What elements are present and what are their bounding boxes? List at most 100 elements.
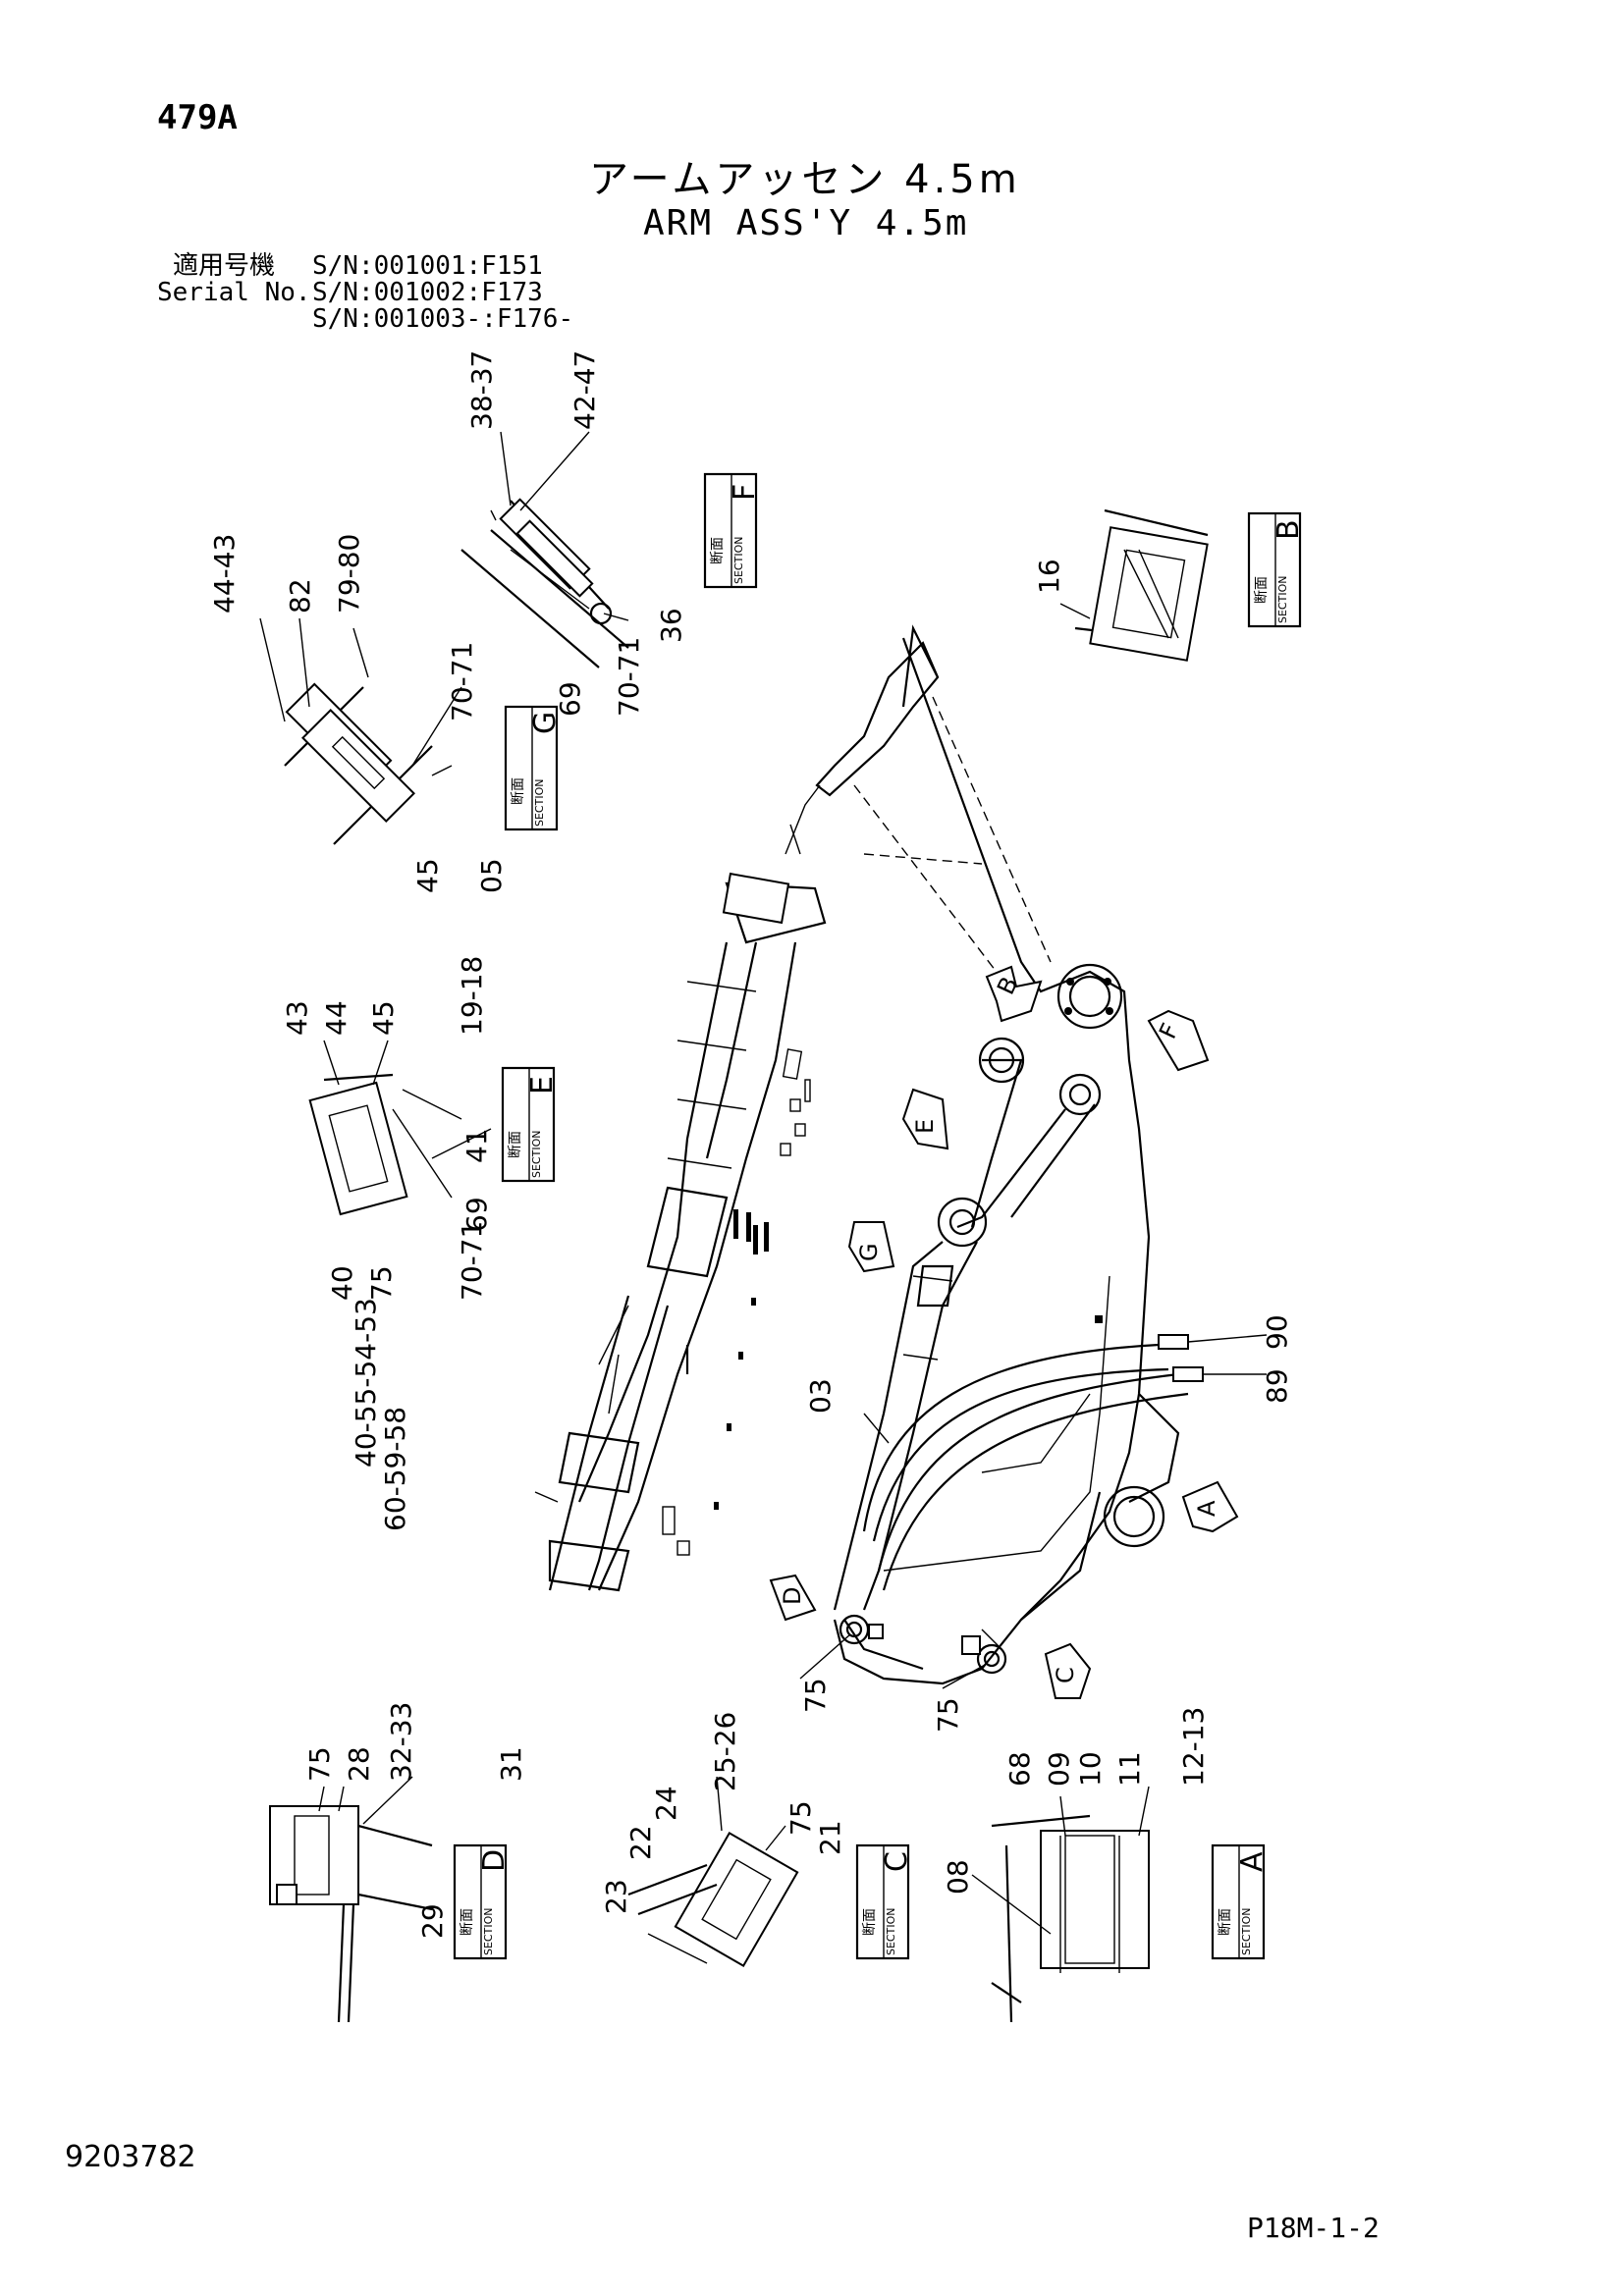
- callout-75-c: 75: [785, 1800, 817, 1836]
- callout-05: 05: [475, 858, 508, 893]
- callout-82: 82: [284, 578, 316, 614]
- section-b-box: B 断面 SECTION: [1247, 511, 1306, 628]
- section-c-word: SECTION: [885, 1908, 897, 1955]
- callout-40-e: 40: [326, 1265, 358, 1301]
- section-a-box: A 断面 SECTION: [1211, 1843, 1270, 1960]
- arrow-letter-e: E: [911, 1119, 939, 1134]
- section-g-letter: G: [528, 712, 563, 734]
- section-f-word: SECTION: [732, 537, 745, 584]
- section-a-word: SECTION: [1240, 1908, 1253, 1955]
- callout-24: 24: [650, 1786, 682, 1821]
- section-c-box: C 断面 SECTION: [855, 1843, 914, 1960]
- arrow-letter-d: D: [779, 1587, 806, 1605]
- callout-68: 68: [1003, 1751, 1036, 1787]
- section-b-word: SECTION: [1276, 576, 1289, 623]
- callout-69-e: 69: [460, 1197, 493, 1232]
- callout-70-71-f: 70-71: [613, 637, 645, 717]
- callout-19-18: 19-18: [456, 956, 488, 1036]
- callout-08: 08: [942, 1859, 974, 1895]
- callout-21: 21: [814, 1820, 846, 1855]
- callout-25-26: 25-26: [709, 1712, 741, 1791]
- leader-lines: [259, 431, 1268, 1935]
- serial-line-1: S/N:001001:F151: [312, 251, 543, 281]
- section-e-detail: [308, 1073, 492, 1216]
- section-g-word: SECTION: [533, 779, 546, 827]
- callout-40-55-54-53: 40-55-54-53: [350, 1298, 382, 1468]
- callout-45-e: 45: [367, 1000, 400, 1036]
- callout-70-71-e: 70-71: [456, 1221, 488, 1301]
- arm-body: [785, 624, 1180, 1685]
- section-a-detail: [991, 1814, 1150, 2023]
- section-d-word: SECTION: [482, 1908, 495, 1955]
- arrow-letter-a: A: [1193, 1500, 1220, 1517]
- section-e-letter: E: [525, 1076, 560, 1095]
- title-japanese: アームアッセン 4.5m: [589, 157, 1021, 202]
- arrow-letter-g: G: [855, 1243, 883, 1261]
- view-arrows: B F E G D C A: [769, 965, 1239, 1699]
- callouts: 38-37 42-47 36 69 70-71 44-43 82 79-80 7…: [208, 350, 1293, 1939]
- section-e-kanji: 断面: [508, 1131, 523, 1158]
- callout-70-71-g: 70-71: [446, 642, 478, 721]
- section-b-detail: [1074, 508, 1209, 662]
- callout-43-e: 43: [281, 1000, 313, 1036]
- callout-44-e: 44: [320, 1000, 352, 1036]
- callout-75-d: 75: [303, 1746, 336, 1782]
- page-reference: P18M-1-2: [1247, 2212, 1380, 2244]
- callout-75-lower-d: 75: [799, 1678, 832, 1713]
- callout-60-59-58: 60-59-58: [379, 1407, 411, 1531]
- arm-cylinder: [548, 872, 827, 1592]
- callout-41: 41: [460, 1128, 493, 1163]
- section-f-box: F 断面 SECTION: [703, 472, 762, 589]
- document-number: 9203782: [65, 2140, 196, 2174]
- callout-29: 29: [416, 1903, 449, 1939]
- callout-90: 90: [1261, 1314, 1293, 1350]
- callout-09: 09: [1043, 1751, 1075, 1787]
- section-b-letter: B: [1272, 519, 1306, 540]
- callout-28: 28: [343, 1746, 375, 1782]
- bucket-link-assembly: [833, 963, 1204, 1675]
- callout-38-37: 38-37: [465, 350, 498, 430]
- section-a-kanji: 断面: [1218, 1908, 1233, 1936]
- serial-label-en: Serial No.: [157, 278, 311, 307]
- section-g-box: G 断面 SECTION: [504, 705, 563, 831]
- callout-79-80: 79-80: [333, 534, 365, 614]
- callout-31: 31: [495, 1746, 527, 1782]
- section-a-letter: A: [1235, 1851, 1270, 1872]
- serial-line-3: S/N:001003-:F176-: [312, 304, 574, 334]
- section-c-detail: [627, 1832, 799, 1967]
- callout-23: 23: [600, 1879, 632, 1914]
- serial-line-2: S/N:001002:F173: [312, 278, 543, 307]
- section-g-detail: [284, 682, 462, 845]
- section-c-letter: C: [880, 1851, 914, 1872]
- section-d-box: D 断面 SECTION: [453, 1843, 512, 1960]
- section-b-kanji: 断面: [1254, 576, 1270, 604]
- callout-10: 10: [1074, 1751, 1107, 1787]
- callout-16: 16: [1033, 559, 1065, 594]
- page-code: 479A: [157, 98, 238, 137]
- callout-44-43-g: 44-43: [208, 534, 241, 614]
- title-english: ARM ASS'Y 4.5m: [643, 203, 969, 243]
- section-f-detail: [460, 498, 629, 668]
- section-f-letter: F: [728, 484, 762, 501]
- callout-75-lower-c: 75: [932, 1697, 964, 1733]
- callout-89: 89: [1261, 1368, 1293, 1404]
- callout-32-33: 32-33: [385, 1702, 417, 1782]
- callout-45-g: 45: [411, 858, 444, 893]
- serial-label-jp: 適用号機: [173, 251, 276, 281]
- section-d-kanji: 断面: [460, 1908, 475, 1936]
- callout-75-e: 75: [365, 1265, 398, 1301]
- arrow-letter-c: C: [1052, 1667, 1079, 1683]
- callout-03: 03: [804, 1378, 837, 1414]
- section-e-box: E 断面 SECTION: [501, 1066, 560, 1183]
- section-e-word: SECTION: [530, 1131, 543, 1178]
- callout-69-f: 69: [554, 681, 586, 717]
- section-c-kanji: 断面: [862, 1908, 878, 1936]
- section-g-kanji: 断面: [511, 777, 526, 805]
- section-d-detail: [269, 1805, 433, 2023]
- section-d-letter: D: [477, 1849, 512, 1872]
- callout-22: 22: [624, 1825, 657, 1860]
- callout-12-13: 12-13: [1177, 1707, 1210, 1787]
- section-f-kanji: 断面: [710, 537, 726, 564]
- callout-42-47: 42-47: [568, 350, 601, 430]
